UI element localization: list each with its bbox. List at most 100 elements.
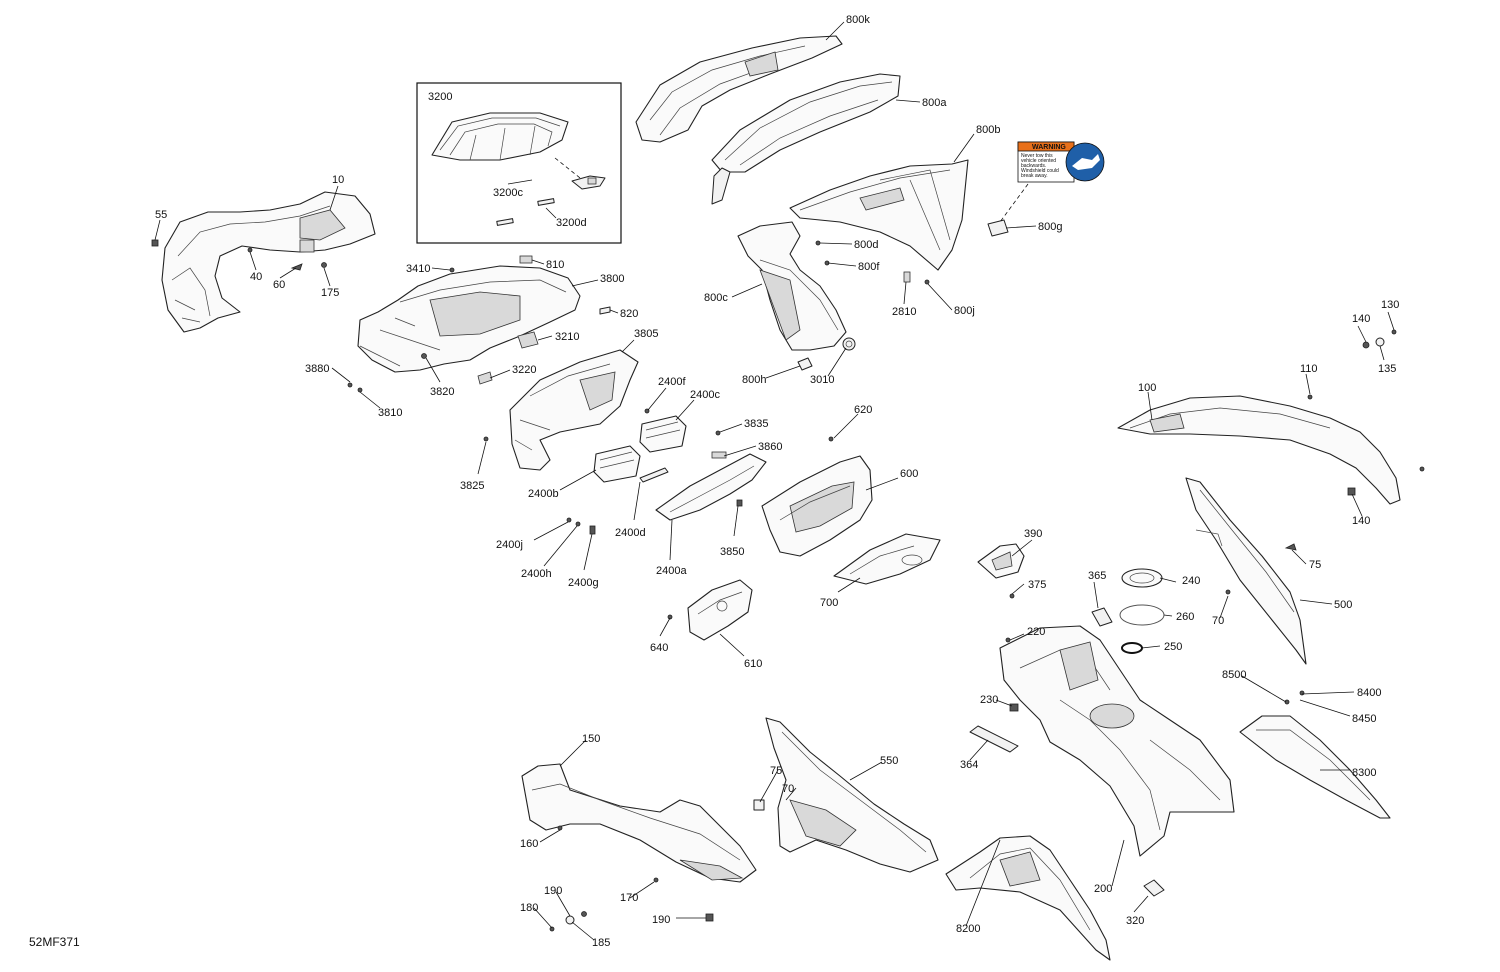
hardware-800-series (797, 240, 930, 371)
callout-130: 130 (1381, 299, 1399, 311)
part-3200d-pads (496, 198, 555, 226)
part-3200c-latch (554, 157, 606, 190)
callout-140-bottom: 140 (1352, 515, 1370, 527)
part-100-rear-upper-trim (1117, 394, 1425, 505)
part-610-mount-bracket (667, 579, 753, 641)
callout-3860: 3860 (758, 441, 782, 453)
callout-610: 610 (744, 658, 762, 670)
warning-line-5: break away. (1021, 173, 1048, 179)
callout-3200: 3200 (428, 91, 452, 103)
callout-75-right: 75 (1309, 559, 1321, 571)
callout-3200c: 3200c (493, 187, 523, 199)
part-800b-console-panel (789, 159, 969, 271)
part-364-strip (969, 725, 1019, 753)
part-2400a-bracket (655, 430, 767, 521)
part-700-lower-panel (833, 533, 941, 585)
callout-70-center: 70 (782, 783, 794, 795)
callout-8450: 8450 (1352, 713, 1376, 725)
callout-620: 620 (854, 404, 872, 416)
hardware-180-190-185 (549, 911, 714, 932)
warning-decal: WARNING Never tow this vehicle oriented … (1017, 141, 1105, 183)
callout-2400c: 2400c (690, 389, 720, 401)
part-3805-dash-support (509, 349, 639, 471)
callout-500: 500 (1334, 599, 1352, 611)
part-200-center-console (999, 625, 1235, 857)
part-2400-modules (483, 408, 687, 483)
part-3800-storage-tray (357, 265, 581, 373)
callout-810: 810 (546, 259, 564, 271)
callout-3410: 3410 (406, 263, 430, 275)
callout-3835: 3835 (744, 418, 768, 430)
callout-800f: 800f (858, 261, 880, 273)
leader-lines (154, 21, 1395, 941)
warning-heading: WARNING (1032, 144, 1066, 151)
callout-700: 700 (820, 597, 838, 609)
callout-3880: 3880 (305, 363, 329, 375)
diagram-code: 52MF371 (29, 935, 80, 949)
callout-365: 365 (1088, 570, 1106, 582)
callout-8200: 8200 (956, 923, 980, 935)
part-8300-lower-side-panel (1239, 690, 1391, 819)
callout-3210: 3210 (555, 331, 579, 343)
part-800g-decal-backing (987, 183, 1029, 237)
callout-60: 60 (273, 279, 285, 291)
part-150-lower-fairing (521, 763, 757, 883)
callout-220: 220 (1027, 626, 1045, 638)
warning-line-3: backwards. (1021, 163, 1046, 169)
warning-line-1: Never tow this (1021, 153, 1053, 159)
callout-800j: 800j (954, 305, 975, 317)
callout-labels: 800k 800a 800b 800g 800d 800f 800c 800h … (155, 14, 1399, 949)
callout-3220: 3220 (512, 364, 536, 376)
callout-10: 10 (332, 174, 344, 186)
callout-190-left: 190 (544, 885, 562, 897)
callout-3200d: 3200d (556, 217, 587, 229)
callout-550: 550 (880, 755, 898, 767)
callout-2400d: 2400d (615, 527, 646, 539)
callout-110: 110 (1300, 363, 1318, 375)
callout-40: 40 (250, 271, 262, 283)
callout-2400h: 2400h (521, 568, 552, 580)
part-8200-lower-fairing (945, 835, 1111, 961)
callout-375: 375 (1028, 579, 1046, 591)
callout-2400j: 2400j (496, 539, 523, 551)
callout-230: 230 (980, 694, 998, 706)
callout-600: 600 (900, 468, 918, 480)
warning-line-4: Windshield could (1021, 168, 1059, 174)
callout-3820: 3820 (430, 386, 454, 398)
callout-185: 185 (592, 937, 610, 949)
part-10-front-fascia (161, 191, 376, 333)
callout-180: 180 (520, 902, 538, 914)
callout-800g: 800g (1038, 221, 1062, 233)
callout-75-center: 75 (770, 765, 782, 777)
callout-8300: 8300 (1352, 767, 1376, 779)
callout-160: 160 (520, 838, 538, 850)
callout-100: 100 (1138, 382, 1156, 394)
callout-150: 150 (582, 733, 600, 745)
callout-8400: 8400 (1357, 687, 1381, 699)
callout-3805: 3805 (634, 328, 658, 340)
callout-2400g: 2400g (568, 577, 599, 589)
inset-box-3200 (416, 82, 622, 244)
callout-2400b: 2400b (528, 488, 559, 500)
part-800a-windshield-trim (711, 73, 901, 205)
callout-3810: 3810 (378, 407, 402, 419)
part-3200-seat-cover (431, 112, 569, 161)
callout-55: 55 (155, 209, 167, 221)
part-800c-side-bracket (737, 221, 847, 351)
callout-800a: 800a (922, 97, 947, 109)
callout-250: 250 (1164, 641, 1182, 653)
callout-2400f: 2400f (658, 376, 686, 388)
part-500-side-panel (1185, 477, 1307, 665)
callout-640: 640 (650, 642, 668, 654)
callout-8500: 8500 (1222, 669, 1246, 681)
callout-140-top: 140 (1352, 313, 1370, 325)
callout-2400a: 2400a (656, 565, 687, 577)
callout-175: 175 (321, 287, 339, 299)
warning-line-2: vehicle oriented (1021, 158, 1056, 164)
callout-800k: 800k (846, 14, 870, 26)
callout-800b: 800b (976, 124, 1000, 136)
callout-800d: 800d (854, 239, 878, 251)
callout-170: 170 (620, 892, 638, 904)
callout-70-right: 70 (1212, 615, 1224, 627)
